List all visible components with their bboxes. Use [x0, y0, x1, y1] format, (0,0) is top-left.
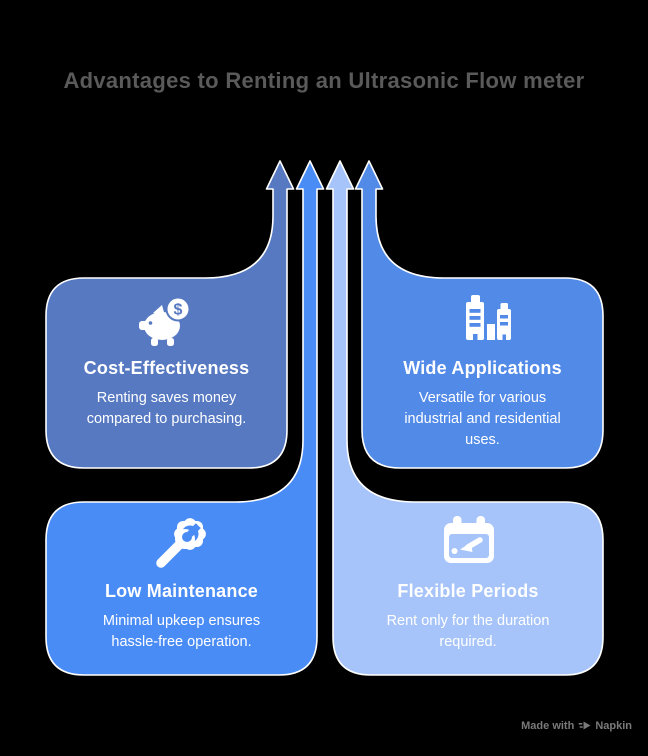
card-shape-low-maintenance — [45, 160, 325, 676]
card-title: Cost-Effectiveness — [83, 358, 250, 378]
piggy-bank-icon: $ — [139, 296, 191, 346]
card-title: Wide Applications — [403, 358, 562, 378]
card-title: Low Maintenance — [104, 581, 259, 601]
dollar-sign: $ — [174, 302, 183, 319]
card-description: Minimal upkeep ensures hassle-free opera… — [102, 613, 261, 650]
card-description: Renting saves money compared to purchasi… — [86, 390, 247, 427]
page-title: Advantages to Renting an Ultrasonic Flow… — [63, 68, 585, 93]
calendar-icon — [444, 516, 494, 563]
card-wide-applications: Wide Applications Versatile for various … — [362, 357, 603, 451]
card-flexible-periods: Flexible Periods Rent only for the durat… — [333, 580, 603, 653]
wrench-gear-icon — [156, 518, 206, 568]
card-cost-effectiveness: Cost-Effectiveness Renting saves money c… — [46, 357, 287, 430]
watermark-prefix: Made with — [521, 719, 575, 732]
watermark-brand: Napkin — [595, 719, 632, 732]
watermark: Made with Napkin — [521, 719, 632, 732]
card-title: Flexible Periods — [397, 581, 539, 601]
card-description: Rent only for the duration required. — [386, 613, 550, 650]
card-low-maintenance: Low Maintenance Minimal upkeep ensures h… — [46, 580, 317, 653]
buildings-icon — [466, 295, 511, 340]
card-description: Versatile for various industrial and res… — [404, 390, 561, 448]
card-shape-flexible-periods — [325, 160, 604, 676]
napkin-logo-icon — [578, 721, 591, 730]
